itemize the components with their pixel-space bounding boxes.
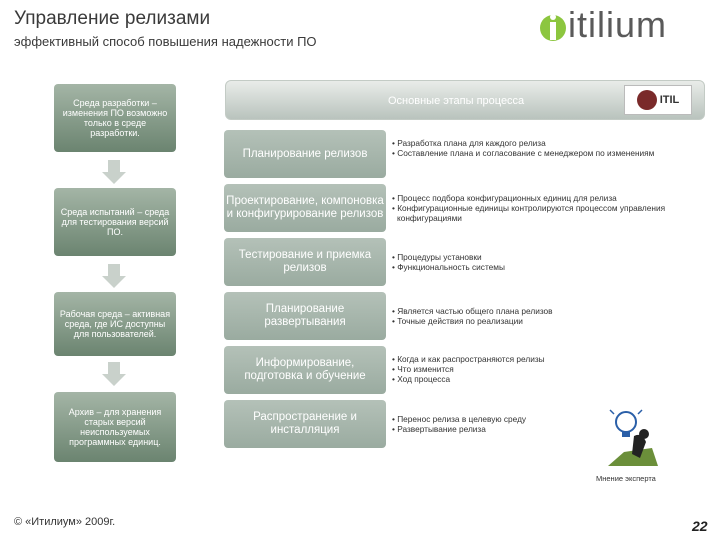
phase-release-planning: Планирование релизов [224,130,386,178]
phase-testing-acceptance: Тестирование и приемка релизов [224,238,386,286]
down-arrow-icon [102,160,126,184]
phase-bullets: Процедуры установки Функциональность сис… [392,252,692,272]
itl-logo-text: ITIL [659,94,680,106]
page-subtitle: эффективный способ повышения надежности … [14,34,317,49]
bullet-item: Перенос релиза в целевую среду [392,414,692,424]
itl-circle-icon [636,90,657,110]
down-arrow-icon [102,362,126,386]
itilium-logo-text: itilium [568,4,668,45]
process-header-label: Основные этапы процесса [388,95,525,107]
bullet-item: Когда и как распространяются релизы [392,354,692,364]
bullet-item: Точные действия по реализации [392,316,692,326]
bullet-item: Конфигурационные единицы контролируются … [392,203,692,223]
bullet-item: Функциональность системы [392,262,692,272]
bullet-item: Является частью общего плана релизов [392,306,692,316]
bullet-item: Ход процесса [392,374,692,384]
bullet-item: Развертывание релиза [392,424,692,434]
phase-bullets: Когда и как распространяются релизы Что … [392,354,692,384]
itilium-logo-icon [540,14,566,41]
phase-distribution-installation: Распространение и инсталляция [224,400,386,448]
env-box-archive: Архив – для хранения старых версий неисп… [54,392,176,462]
down-arrow-icon [102,264,126,288]
copyright-text: © «Итилиум» 2009г. [14,516,116,528]
env-box-production: Рабочая среда – активная среда, где ИС д… [54,292,176,356]
page-number: 22 [692,518,708,534]
phase-bullets: Процесс подбора конфигурационных единиц … [392,193,692,223]
phase-communication-training: Информирование, подготовка и обучение [224,346,386,394]
bullet-item: Процесс подбора конфигурационных единиц … [392,193,692,203]
env-box-testing: Среда испытаний – среда для тестирования… [54,188,176,256]
phase-rollout-planning: Планирование развертывания [224,292,386,340]
phase-bullets: Является частью общего плана релизов Точ… [392,306,692,326]
lightbulb-person-icon [608,409,658,466]
env-box-development: Среда разработки – изменения ПО возможно… [54,84,176,152]
phase-design-build: Проектирование, компоновка и конфигуриро… [224,184,386,232]
bullet-item: Разработка плана для каждого релиза [392,138,692,148]
phase-bullets: Перенос релиза в целевую среду Развертыв… [392,414,692,434]
expert-opinion-label: Мнение эксперта [596,474,656,483]
bullet-item: Что изменится [392,364,692,374]
itl-logo: ITIL [624,85,692,115]
phase-bullets: Разработка плана для каждого релиза Сост… [392,138,692,158]
page-title: Управление релизами [14,8,211,29]
bullet-item: Процедуры установки [392,252,692,262]
bullet-item: Составление плана и согласование с менед… [392,148,692,158]
